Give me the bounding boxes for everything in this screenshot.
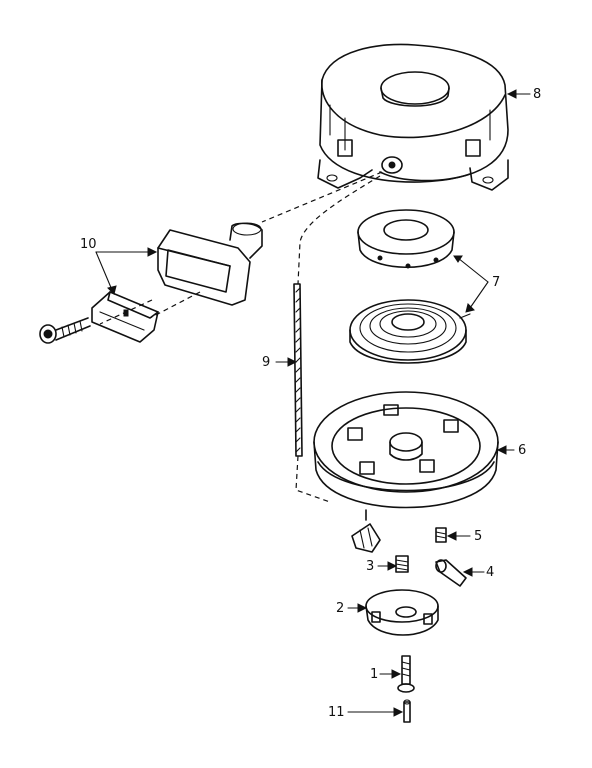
callout-part-9: 9 bbox=[262, 355, 271, 370]
callout-part-1: 1 bbox=[370, 667, 379, 682]
small-spring bbox=[395, 555, 409, 573]
rope-pulley bbox=[313, 391, 499, 509]
roll-pin bbox=[403, 699, 411, 723]
callout-part-6: 6 bbox=[518, 443, 527, 458]
handle-bracket bbox=[91, 291, 159, 343]
leader-lines bbox=[95, 89, 531, 717]
starter-handle bbox=[157, 222, 263, 306]
pawl-spring-cap bbox=[435, 527, 447, 543]
starter-housing bbox=[317, 43, 509, 191]
callout-part-4: 4 bbox=[486, 565, 495, 580]
ratchet-pawl-hub bbox=[351, 509, 381, 553]
brake-cup bbox=[365, 589, 439, 636]
callout-part-8: 8 bbox=[533, 87, 542, 102]
callout-part-5: 5 bbox=[474, 529, 483, 544]
callout-part-7: 7 bbox=[492, 275, 501, 290]
callout-part-3: 3 bbox=[366, 559, 375, 574]
assembly-lines bbox=[99, 171, 383, 503]
pawl bbox=[435, 559, 467, 587]
bracket-screw bbox=[39, 317, 91, 344]
recoil-spring bbox=[349, 299, 471, 364]
starter-rope bbox=[293, 283, 303, 457]
callout-part-2: 2 bbox=[336, 601, 345, 616]
callout-part-10: 10 bbox=[80, 237, 97, 252]
spring-cover bbox=[357, 209, 455, 269]
callout-part-11: 11 bbox=[328, 705, 345, 720]
center-screw bbox=[397, 655, 415, 693]
